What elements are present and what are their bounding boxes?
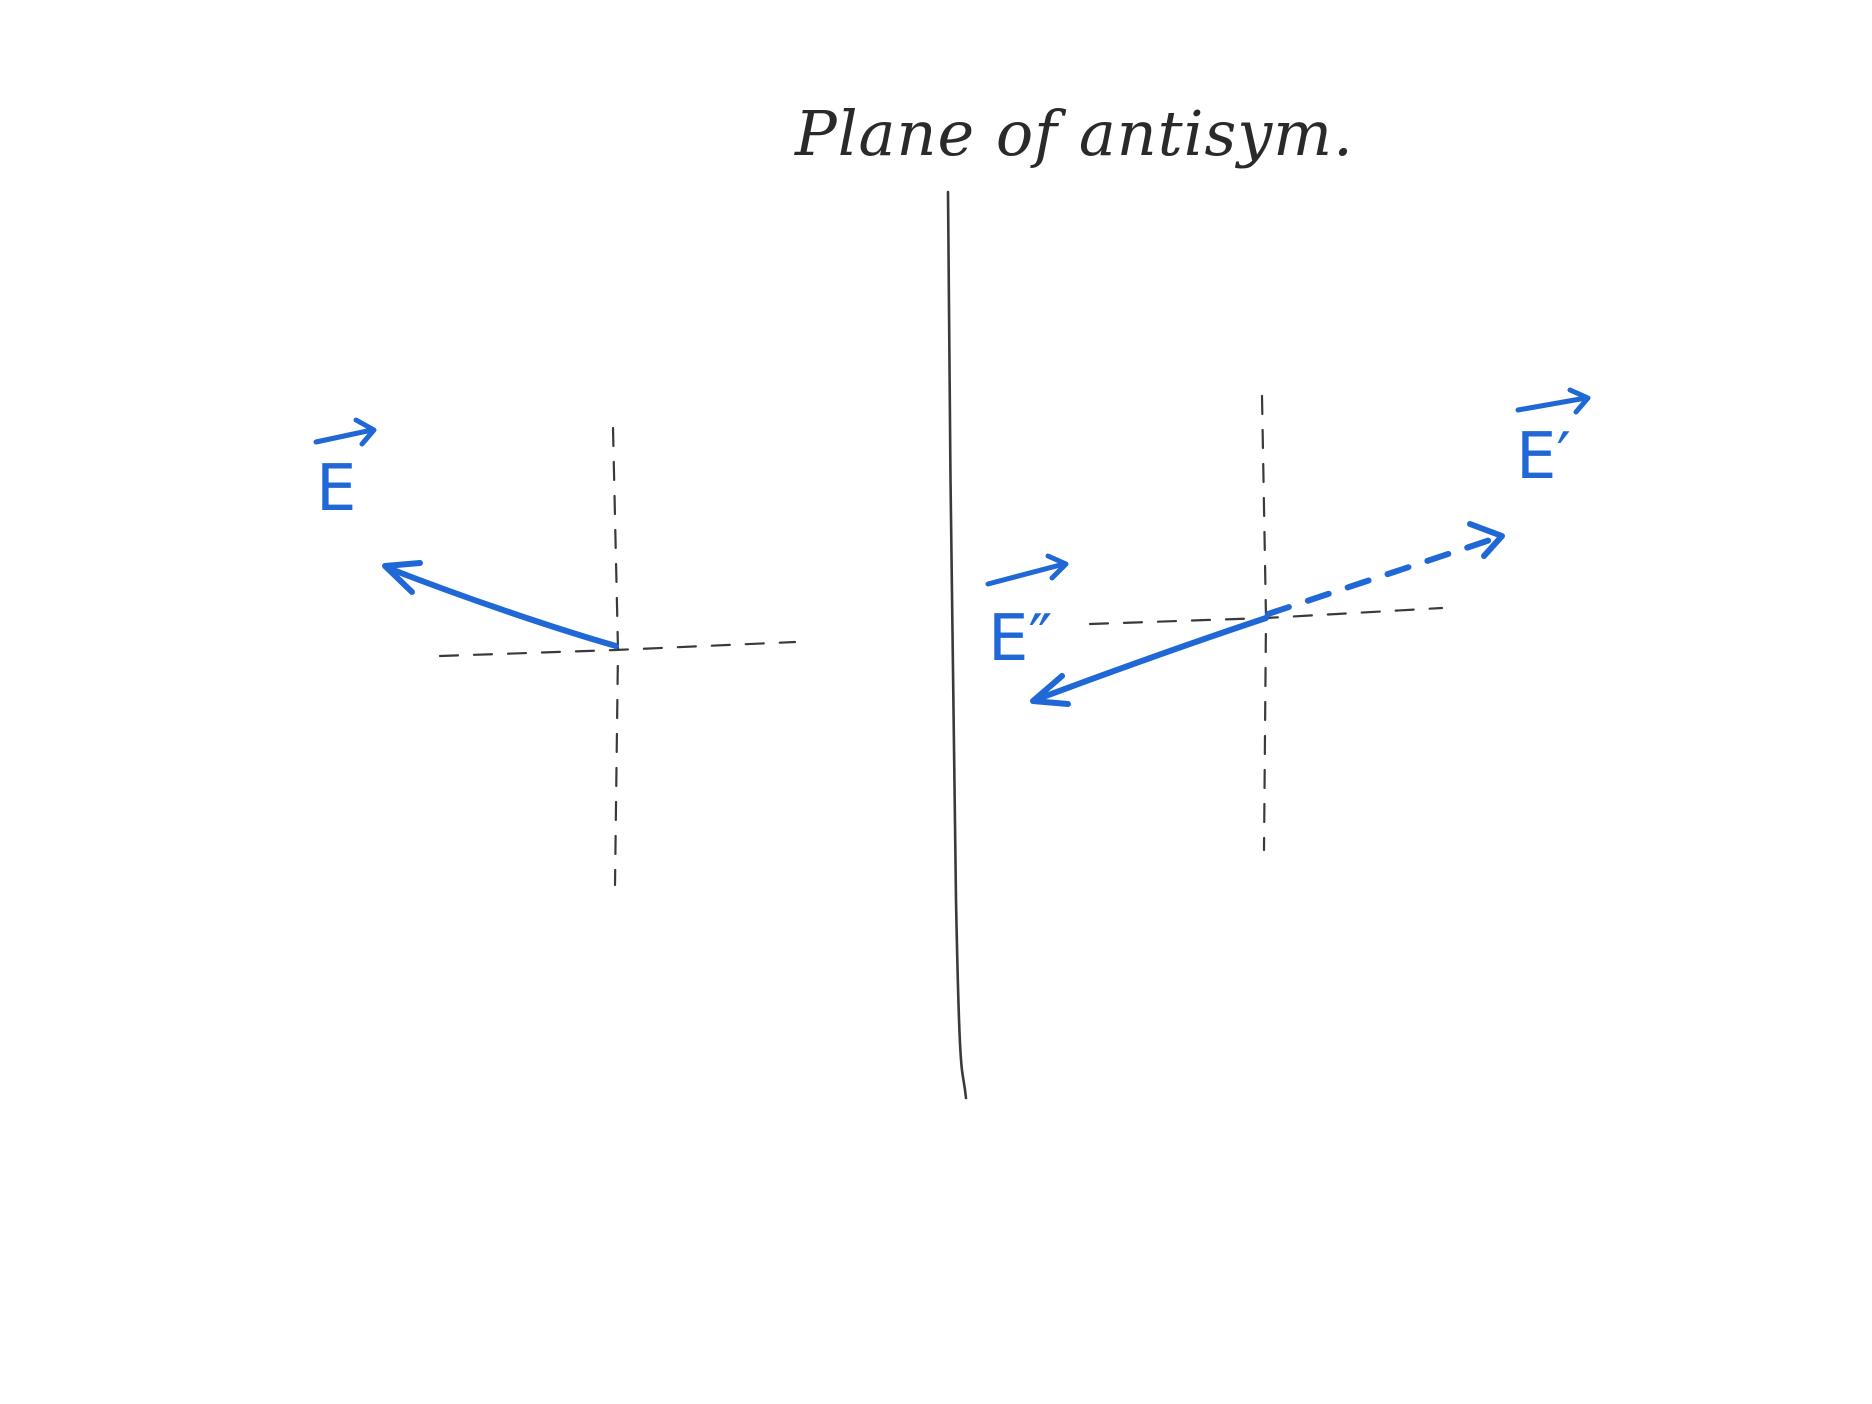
label-e-group: E (313, 417, 377, 526)
right-axes (1088, 394, 1444, 852)
label-e-double-prime: E″ (988, 602, 1052, 676)
diagram-title: Plane of antisym. (794, 97, 1354, 170)
label-e-over-arrow (313, 417, 377, 447)
vector-e-double-prime (1030, 615, 1269, 707)
left-axes (438, 426, 797, 887)
label-e-prime: E′ (1516, 420, 1571, 494)
left-vertical-axis (611, 426, 620, 887)
label-e: E (316, 452, 356, 526)
label-e-double-prime-group: E″ (985, 553, 1069, 676)
plane-of-antisymmetry-line (946, 190, 968, 1100)
label-e-double-prime-over-arrow (985, 553, 1069, 587)
vector-e-prime-shaft (1265, 535, 1499, 617)
label-e-prime-over-arrow (1515, 387, 1591, 415)
vector-e-double-prime-shaft (1032, 615, 1269, 703)
vector-e (382, 560, 619, 649)
vector-e-prime (1265, 521, 1505, 617)
right-vertical-axis (1260, 394, 1268, 852)
left-horizontal-axis (438, 640, 797, 658)
vector-e-arrowhead (382, 560, 423, 595)
label-e-prime-group: E′ (1515, 387, 1591, 494)
vector-e-double-prime-arrowhead (1030, 673, 1071, 707)
vector-e-shaft (385, 565, 619, 649)
vector-e-prime-arrowhead (1467, 521, 1505, 559)
